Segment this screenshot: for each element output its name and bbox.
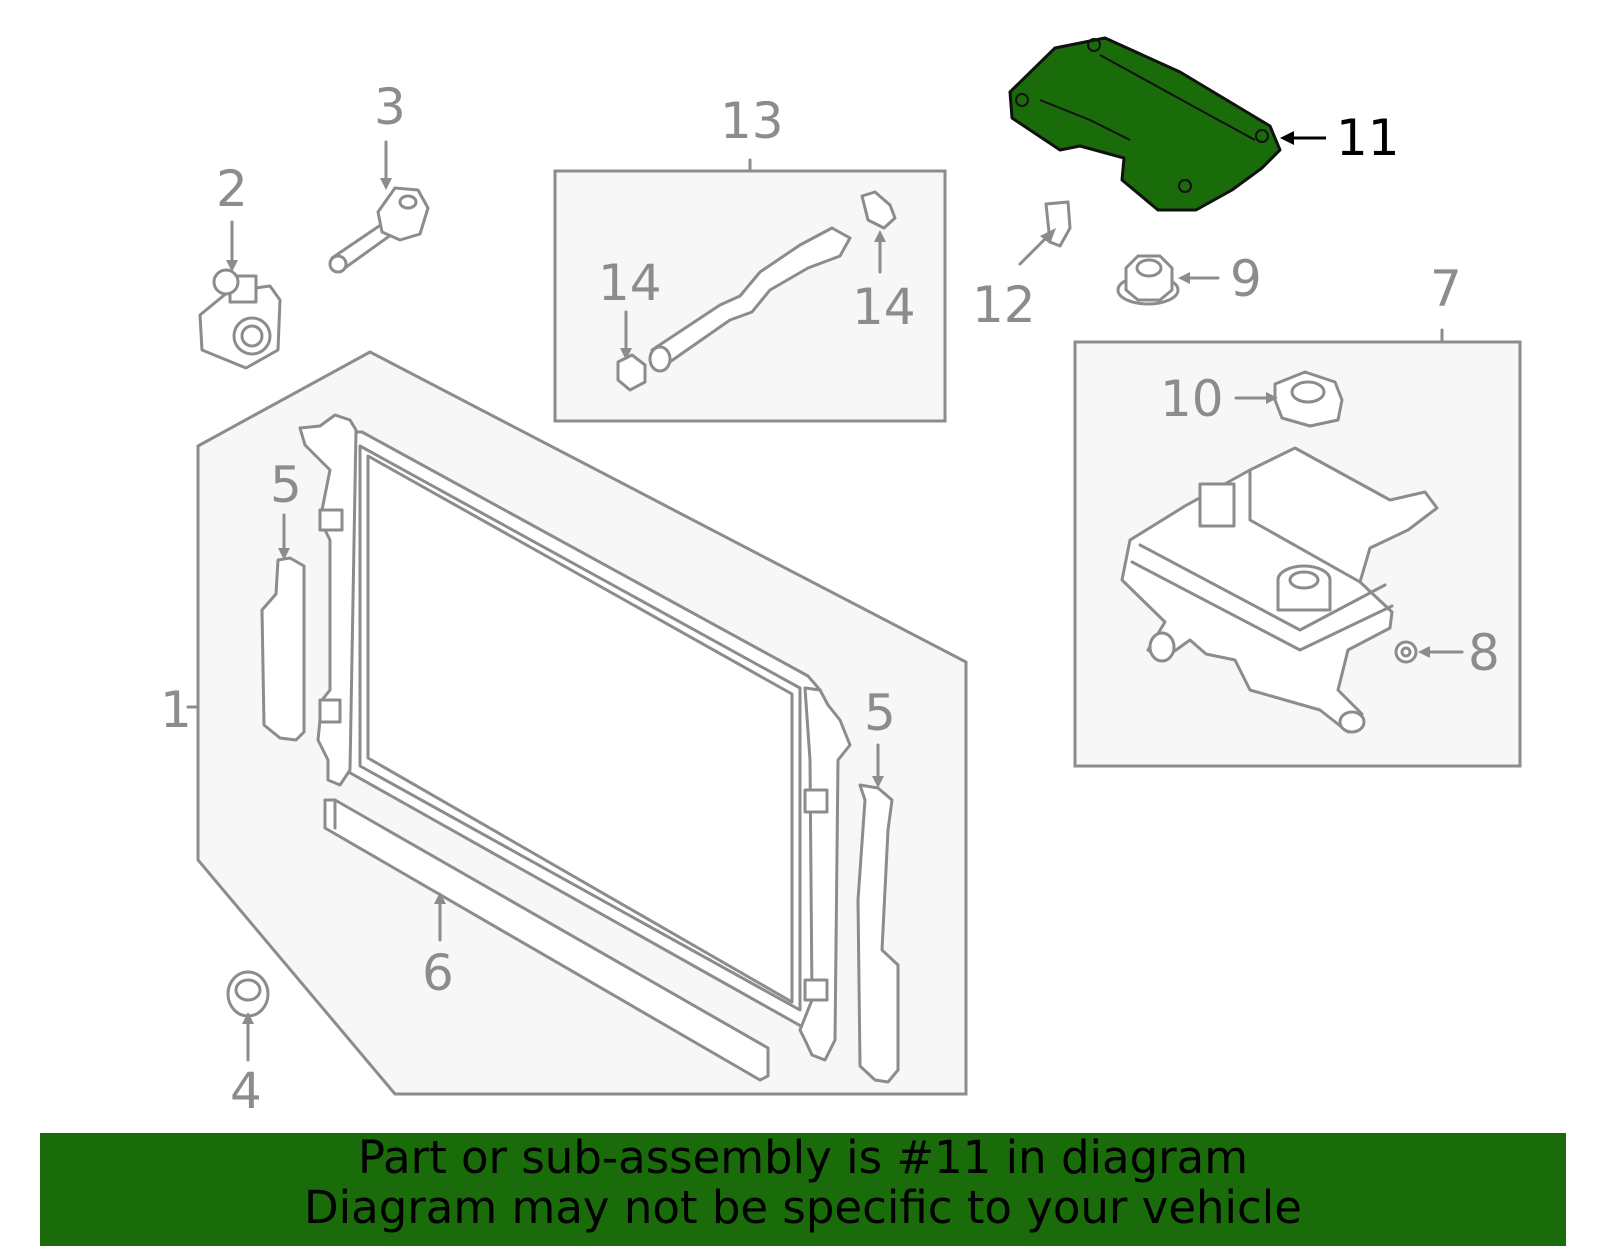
radiator-assembly-group xyxy=(186,350,968,1096)
air-seal-left xyxy=(260,556,306,742)
info-banner: Part or sub-assembly is #11 in diagram D… xyxy=(40,1133,1566,1246)
flange-nut xyxy=(1116,254,1180,306)
coolant-hose xyxy=(650,226,852,368)
reservoir-assembly-group xyxy=(1073,328,1522,768)
mount-bracket xyxy=(198,268,282,370)
hose-assembly-group xyxy=(553,158,947,423)
callout-5-right: 5 xyxy=(864,684,896,742)
radiator-core xyxy=(298,413,852,1062)
hose-clamp-right xyxy=(860,190,897,230)
callout-5-left: 5 xyxy=(270,456,302,514)
callout-13: 13 xyxy=(720,92,784,150)
callout-10: 10 xyxy=(1160,370,1224,428)
leader-arrows xyxy=(226,131,1464,1062)
banner-line-1: Part or sub-assembly is #11 in diagram xyxy=(357,1131,1249,1184)
drain-plug xyxy=(1394,640,1418,664)
callout-4: 4 xyxy=(230,1062,262,1120)
callout-14-left: 14 xyxy=(598,254,662,312)
callout-3: 3 xyxy=(374,78,406,136)
callout-6: 6 xyxy=(422,944,454,1002)
grommet xyxy=(226,970,270,1018)
reservoir-cover-highlighted xyxy=(1008,36,1282,212)
callout-12: 12 xyxy=(972,276,1036,334)
callout-1: 1 xyxy=(160,681,192,739)
air-seal-right xyxy=(856,783,900,1084)
callout-14-right: 14 xyxy=(852,278,916,336)
callout-7: 7 xyxy=(1430,260,1462,318)
banner-line-2: Diagram may not be specific to your vehi… xyxy=(304,1181,1302,1234)
callout-11: 11 xyxy=(1336,109,1400,167)
reservoir-cap xyxy=(1273,370,1344,428)
callout-8: 8 xyxy=(1468,624,1500,682)
hose-clamp-left xyxy=(616,353,647,392)
bolt xyxy=(328,186,430,274)
callout-9: 9 xyxy=(1230,250,1262,308)
callout-2: 2 xyxy=(216,160,248,218)
